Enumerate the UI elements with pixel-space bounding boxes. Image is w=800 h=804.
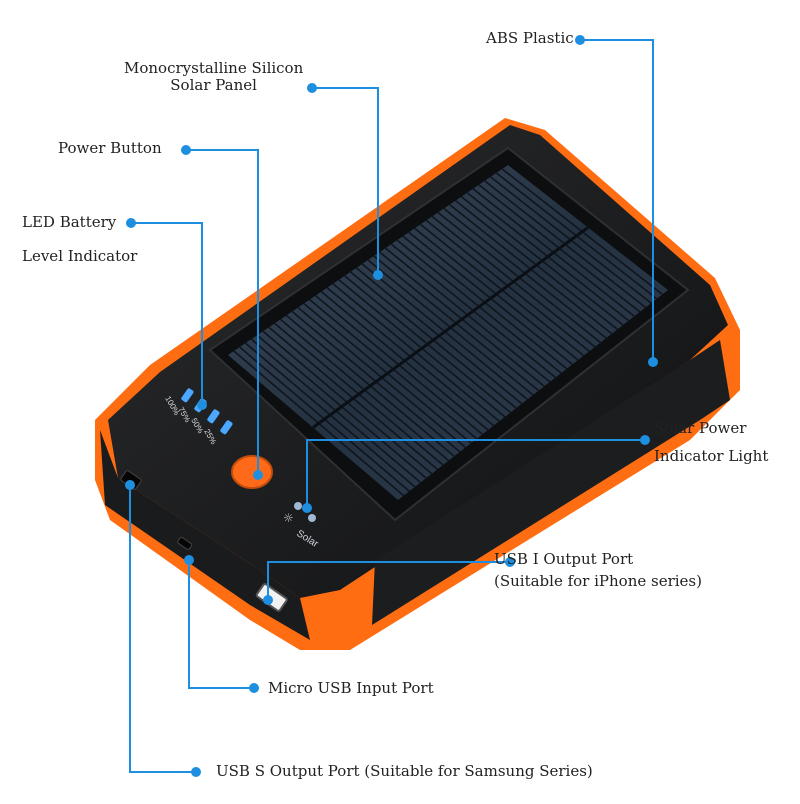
leader-power-button-dot	[181, 145, 191, 155]
solar-center-divider	[312, 226, 589, 429]
leader-power-button	[186, 149, 259, 475]
leader-usb-i	[267, 561, 510, 600]
label-solar-light-line2: Indicator Light	[654, 447, 769, 465]
leader-micro-usb-dot	[249, 683, 259, 693]
leader-abs-plastic	[580, 39, 654, 362]
leader-solar-panel-dot	[307, 83, 317, 93]
label-led-line1: LED Battery	[22, 213, 117, 231]
led-light	[220, 420, 233, 435]
micro-usb-port[interactable]	[177, 536, 193, 551]
label-micro-usb: Micro USB Input Port	[268, 679, 434, 697]
leader-solar-light	[306, 439, 645, 508]
leader-micro-usb	[188, 560, 254, 689]
solar-panel-grid	[233, 168, 663, 497]
label-solar-panel: Monocrystalline Silicon Solar Panel	[124, 59, 304, 95]
leader-abs-plastic-dot	[575, 35, 585, 45]
leader-solar-panel	[312, 87, 379, 275]
leader-usb-s-dot	[125, 480, 135, 490]
label-led-indicator: LED Battery Level Indicator	[22, 205, 137, 273]
solar-led-1	[294, 502, 302, 510]
label-power-button: Power Button	[58, 139, 162, 157]
case-side-strip-right	[372, 340, 730, 625]
label-solar-panel-line2: Solar Panel	[170, 76, 257, 95]
leader-usb-i-dot	[505, 557, 515, 567]
led-light	[207, 409, 220, 424]
solar-led-2	[308, 514, 316, 522]
leader-lines	[125, 35, 658, 777]
label-usb-s: USB S Output Port (Suitable for Samsung …	[216, 762, 593, 780]
leader-led-indicator	[131, 222, 203, 405]
leader-power-button-dot	[253, 470, 263, 480]
label-abs-plastic: ABS Plastic	[486, 29, 574, 47]
label-led-line2: Level Indicator	[22, 247, 138, 265]
led-light	[181, 388, 194, 403]
leader-solar-panel-dot	[373, 270, 383, 280]
label-usb-i: USB I Output Port (Suitable for iPhone s…	[494, 548, 702, 592]
leader-led-indicator-dot	[126, 218, 136, 228]
label-usb-i-line2: (Suitable for iPhone series)	[494, 572, 702, 590]
leader-solar-light-dot	[302, 503, 312, 513]
leader-usb-s	[129, 485, 196, 773]
leader-abs-plastic-dot	[648, 357, 658, 367]
label-usb-i-line1: USB I Output Port	[494, 550, 634, 568]
label-solar-light: Solar Power Indicator Light	[654, 414, 768, 470]
leader-micro-usb-dot	[184, 555, 194, 565]
case-side-strip-front	[100, 430, 310, 640]
leader-solar-light-dot	[640, 435, 650, 445]
power-button[interactable]	[231, 455, 273, 489]
label-solar-panel-line1: Monocrystalline Silicon	[124, 59, 304, 77]
label-solar-light-line1: Solar Power	[654, 419, 747, 437]
leader-usb-i-dot	[263, 595, 273, 605]
solar-mark-sun-icon: ☼	[283, 511, 294, 525]
leader-led-indicator-dot	[197, 400, 207, 410]
leader-usb-s-dot	[191, 767, 201, 777]
